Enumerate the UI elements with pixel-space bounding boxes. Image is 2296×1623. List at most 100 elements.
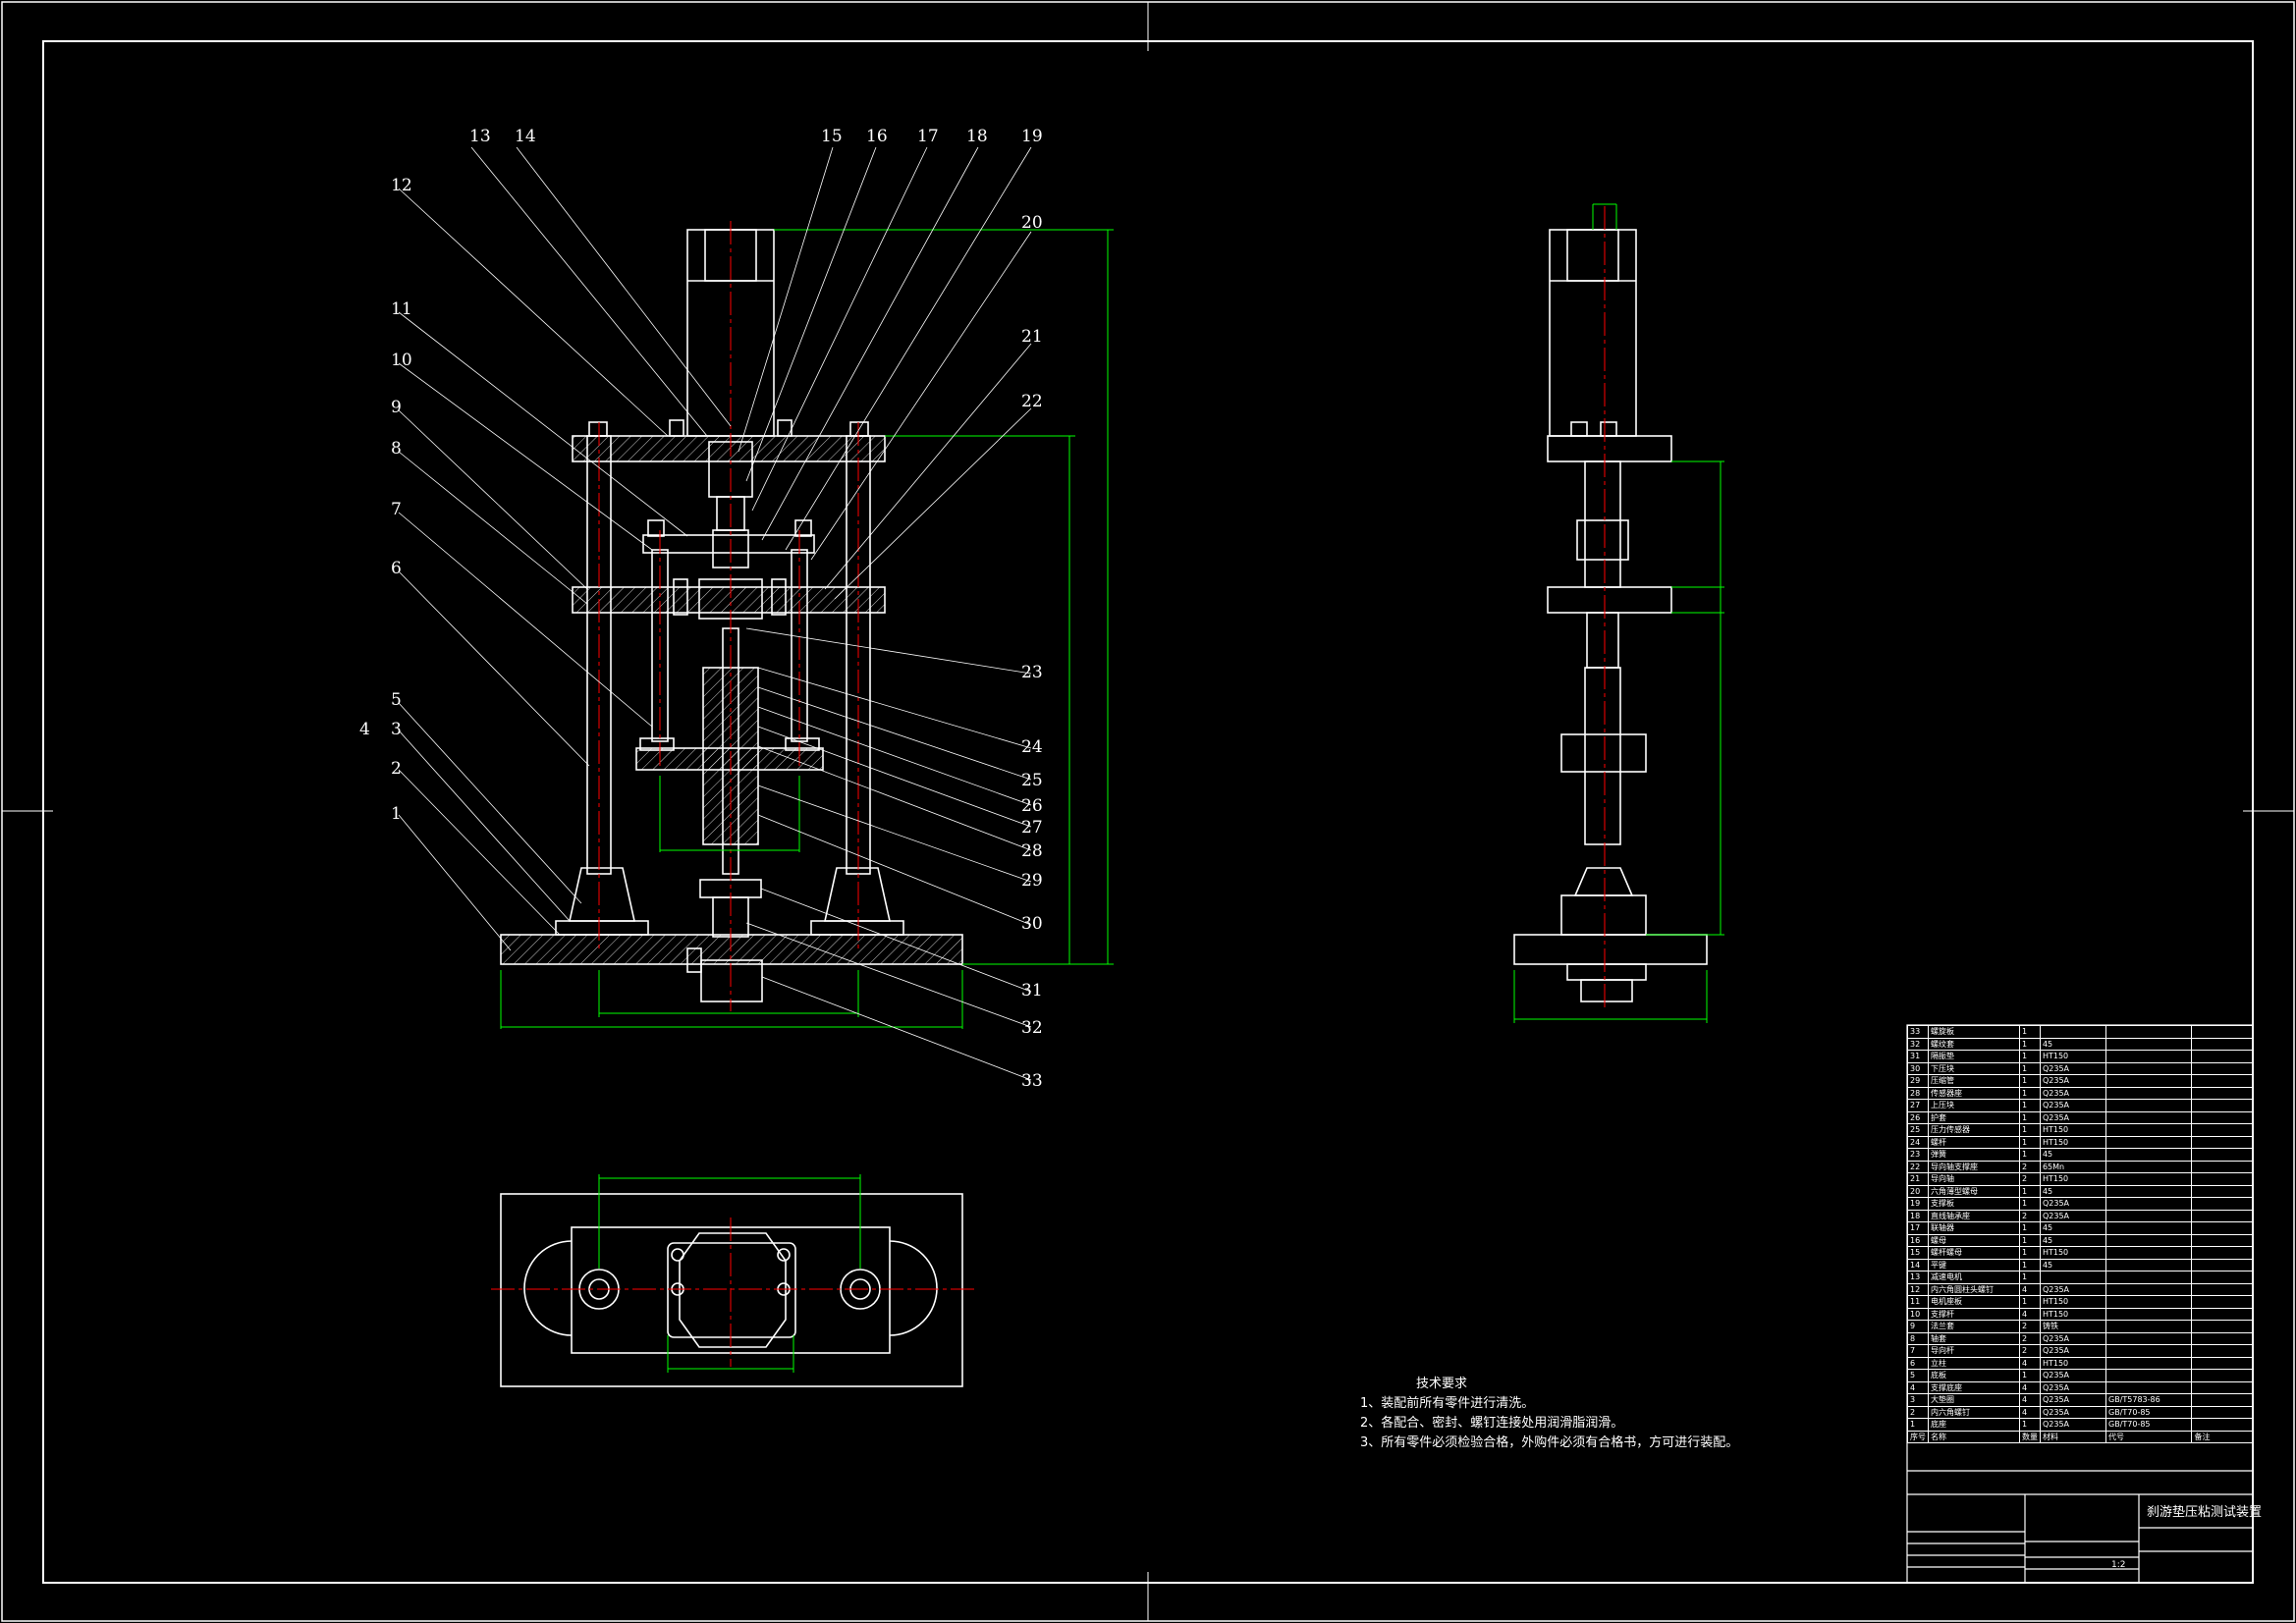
bom-cell-note [2191, 1135, 2254, 1149]
balloon-29: 29 [1021, 871, 1043, 891]
bom-cell-note [2191, 1050, 2254, 1063]
bom-cell-no: 6 [1907, 1356, 1929, 1370]
balloon-2: 2 [391, 759, 402, 779]
bom-cell-material: HT150 [2039, 1172, 2107, 1186]
bom-cell-code: GB/T5783-86 [2105, 1393, 2193, 1407]
bom-cell-code [2105, 1369, 2193, 1382]
bom-cell-note [2191, 1393, 2254, 1407]
bom-cell-note [2191, 1110, 2254, 1124]
bom-cell-name: 导向轴支撑座 [1928, 1160, 2020, 1173]
bom-cell-code [2105, 1380, 2193, 1394]
bom-cell-code [2105, 1099, 2193, 1112]
balloon-17: 17 [917, 127, 939, 146]
bom-cell-note [2191, 1331, 2254, 1345]
bom-cell-name: 大垫圈 [1928, 1393, 2020, 1407]
bom-cell-no: 8 [1907, 1331, 1929, 1345]
bom-cell-note [2191, 1074, 2254, 1088]
bom-cell-note [2191, 1233, 2254, 1247]
balloon-16: 16 [866, 127, 888, 146]
bom-cell-qty: 4 [2018, 1380, 2041, 1394]
bom-cell-no: 2 [1907, 1405, 1929, 1419]
bom-cell-name: 导向轴 [1928, 1172, 2020, 1186]
bom-cell-name: 压力传感器 [1928, 1123, 2020, 1137]
balloon-14: 14 [515, 127, 536, 146]
bom-cell-material: Q235A [2039, 1197, 2107, 1211]
bom-cell-material: Q235A [2039, 1380, 2107, 1394]
tech-requirement-line: 2、各配合、密封、螺钉连接处用润滑脂润滑。 [1360, 1416, 1624, 1431]
front-view-centerlines [598, 221, 859, 1011]
bom-cell-note [2191, 1197, 2254, 1211]
balloon-21: 21 [1021, 327, 1043, 347]
bom-cell-qty: 1 [2018, 1025, 2041, 1039]
bom-cell-name: 平键 [1928, 1258, 2020, 1271]
technical-requirements: 技术要求 1、装配前所有零件进行清洗。 2、各配合、密封、螺钉连接处用润滑脂润滑… [1360, 1375, 1738, 1453]
bom-cell-name: 压缩管 [1928, 1074, 2020, 1088]
top-view [500, 1193, 963, 1387]
bom-header-name: 名称 [1928, 1430, 2020, 1443]
bom-cell-name: 支撑杆 [1928, 1307, 2020, 1321]
bom-cell-no: 29 [1907, 1074, 1929, 1088]
bom-cell-qty: 1 [2018, 1246, 2041, 1260]
bom-cell-material: HT150 [2039, 1295, 2107, 1309]
bom-cell-material: 45 [2039, 1258, 2107, 1271]
bom-cell-material: Q235A [2039, 1393, 2107, 1407]
title-block-text: 刹游垫压粘测试装置 1:2 [2111, 1504, 2262, 1570]
balloon-1: 1 [391, 804, 402, 824]
bom-cell-code [2105, 1282, 2193, 1296]
balloon-20: 20 [1021, 213, 1043, 233]
bom-cell-material: Q235A [2039, 1110, 2107, 1124]
bom-cell-note [2191, 1209, 2254, 1222]
bom-cell-note [2191, 1172, 2254, 1186]
bom-cell-qty: 1 [2018, 1233, 2041, 1247]
balloon-24: 24 [1021, 737, 1043, 757]
bom-cell-name: 螺纹套 [1928, 1037, 2020, 1051]
bom-cell-material: Q235A [2039, 1061, 2107, 1075]
side-view [1513, 229, 1708, 1002]
bom-cell-no: 19 [1907, 1197, 1929, 1211]
bom-cell-code [2105, 1356, 2193, 1370]
bom-cell-qty: 1 [2018, 1258, 2041, 1271]
bom-cell-code [2105, 1344, 2193, 1358]
bom-cell-qty: 1 [2018, 1271, 2041, 1284]
bom-cell-no: 12 [1907, 1282, 1929, 1296]
balloon-31: 31 [1021, 981, 1043, 1001]
bom-cell-code [2105, 1209, 2193, 1222]
bom-cell-material: HT150 [2039, 1123, 2107, 1137]
balloon-25: 25 [1021, 771, 1043, 790]
bom-cell-name: 螺旋板 [1928, 1025, 2020, 1039]
bom-cell-name: 底板 [1928, 1369, 2020, 1382]
bom-cell-code [2105, 1233, 2193, 1247]
bom-cell-code [2105, 1074, 2193, 1088]
bom-cell-qty: 1 [2018, 1418, 2041, 1432]
bom-cell-code [2105, 1295, 2193, 1309]
bom-cell-note [2191, 1295, 2254, 1309]
bom-cell-no: 28 [1907, 1086, 1929, 1100]
bom-cell-code [2105, 1184, 2193, 1198]
balloon-18: 18 [966, 127, 988, 146]
bom-cell-code [2105, 1123, 2193, 1137]
bom-cell-code [2105, 1172, 2193, 1186]
bom-cell-qty: 1 [2018, 1197, 2041, 1211]
bom-header-row: 序号 名称 数量 材料 代号 备注 [1907, 1430, 2254, 1443]
bom-cell-qty: 2 [2018, 1209, 2041, 1222]
bom-cell-note [2191, 1246, 2254, 1260]
bom-cell-qty: 1 [2018, 1123, 2041, 1137]
front-view [500, 229, 963, 1002]
bom-cell-qty: 1 [2018, 1184, 2041, 1198]
bom-cell-name: 支撑底座 [1928, 1380, 2020, 1394]
bom-cell-code [2105, 1037, 2193, 1051]
bom-cell-code [2105, 1197, 2193, 1211]
bom-cell-name: 螺杆 [1928, 1135, 2020, 1149]
